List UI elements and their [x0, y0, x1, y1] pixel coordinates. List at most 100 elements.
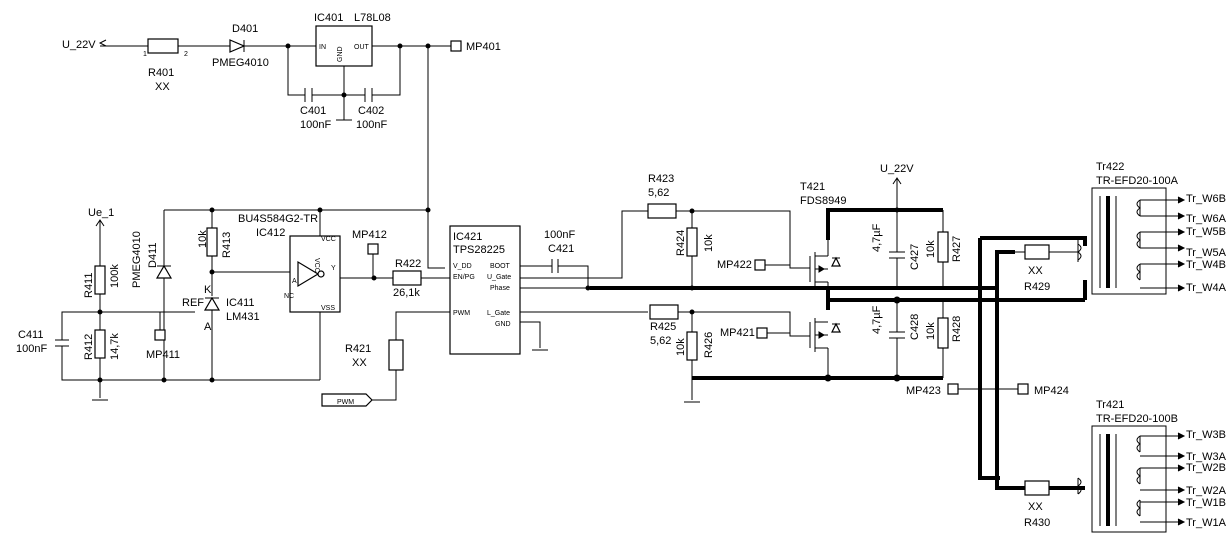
r427-value: 10k — [925, 240, 937, 258]
ic412-ref: IC412 — [256, 227, 285, 239]
c427-value: 4,7µF — [871, 223, 883, 252]
ic421-ref: IC421 — [453, 231, 482, 243]
r411-ref: R411 — [83, 273, 95, 298]
mp423-label: MP423 — [906, 385, 941, 397]
transformer-tr421 — [1077, 425, 1167, 533]
ic421-pin-phase: Phase — [490, 285, 510, 292]
resistor-r427 — [937, 231, 949, 263]
net-tr-w5b: Tr_W5B — [1186, 226, 1226, 238]
r424-ref: R424 — [675, 230, 687, 256]
d411-value: PMEG4010 — [131, 231, 143, 288]
ic412-pin-vss: VSS — [321, 305, 335, 312]
resistor-r411 — [94, 265, 106, 295]
d401-value: PMEG4010 — [212, 57, 269, 69]
net-tr-w1b: Tr_W1B — [1186, 497, 1226, 509]
r401-ref: R401 — [148, 67, 174, 79]
test-point-mp423 — [947, 383, 959, 395]
mp412-label: MP412 — [352, 229, 387, 241]
ic401-pin-in: IN — [319, 44, 326, 51]
c401-value: 100nF — [300, 119, 331, 131]
mp422-label: MP422 — [717, 259, 752, 271]
r426-value: 10k — [675, 338, 687, 356]
ic412-pin-y: Y — [331, 265, 336, 272]
tr422-value: TR-EFD20-100A — [1096, 175, 1179, 187]
buffer-triangle-icon — [297, 260, 320, 288]
ic401-pin-gnd: GND — [337, 46, 344, 62]
r423-ref: R423 — [648, 173, 674, 185]
net-label-u22v-top: U_22V — [880, 163, 914, 175]
ic411-value: LM431 — [226, 311, 260, 323]
mp411-label: MP411 — [146, 349, 180, 361]
transformer-tr422 — [1077, 187, 1167, 295]
resistor-r429 — [1024, 244, 1050, 260]
power-stage: R423 5,62 R424 10k MP422 R425 5,62 10k R… — [590, 163, 1085, 403]
tr421-ref: Tr421 — [1096, 399, 1124, 411]
ic411-pin-k: K — [204, 284, 212, 296]
c411-ref: C411 — [18, 329, 43, 341]
svg-text:2: 2 — [184, 51, 188, 58]
r412-value: 14,7k — [109, 333, 121, 360]
t421-value: FDS8949 — [800, 195, 846, 207]
r425-ref: R425 — [650, 321, 676, 333]
ic412-value: BU4S584G2-TR — [238, 213, 318, 225]
c421-value: 100nF — [544, 229, 575, 241]
r430-ref: R430 — [1024, 517, 1050, 529]
test-point-mp412 — [367, 243, 379, 255]
tr421-outputs — [1140, 432, 1186, 526]
test-point-mp421 — [756, 327, 768, 339]
ic421-pin-boot: BOOT — [490, 263, 511, 270]
resistor-r422 — [392, 270, 422, 286]
ic412-pin-a: A — [292, 278, 297, 285]
resistor-r401 — [147, 38, 179, 54]
pwm-net-label: PWM — [337, 399, 354, 406]
net-tr-w2a: Tr_W2A — [1186, 485, 1227, 497]
net-tr-w3a: Tr_W3A — [1186, 451, 1227, 463]
c402-ref: C402 — [358, 105, 384, 117]
ic421-value: TPS28225 — [453, 244, 505, 256]
c402-value: 100nF — [356, 119, 387, 131]
r427-ref: R427 — [951, 236, 963, 262]
ic401-ref: IC401 — [314, 12, 343, 24]
output-section: XX R429 XX R430 MP423 MP424 Tr422 TR-EFD… — [906, 161, 1227, 533]
resistor-r412 — [94, 329, 106, 359]
ic421-pin-gnd: GND — [495, 321, 511, 328]
tr421-windings — [1136, 435, 1141, 517]
resistor-r421 — [388, 339, 404, 371]
resistor-r428 — [937, 317, 949, 349]
resistor-r424 — [686, 227, 698, 257]
r421-value: XX — [352, 357, 367, 369]
net-label-ue1: Ue_1 — [88, 207, 114, 219]
resistor-r430 — [1024, 480, 1050, 496]
net-tr-w3b: Tr_W3B — [1186, 429, 1226, 441]
r422-value: 26,1k — [393, 287, 420, 299]
ic412-pin-nc: NC — [284, 293, 294, 300]
d401-ref: D401 — [232, 23, 258, 35]
ic401-pin-out: OUT — [354, 44, 370, 51]
test-point-mp411 — [154, 329, 166, 341]
tr421-value: TR-EFD20-100B — [1096, 413, 1178, 425]
ic411-pin-a: A — [204, 321, 212, 333]
r422-ref: R422 — [395, 258, 421, 270]
net-tr-w2b: Tr_W2B — [1186, 462, 1226, 474]
net-tr-w5a: Tr_W5A — [1186, 247, 1227, 259]
r429-ref: R429 — [1024, 281, 1050, 293]
net-tr-w6a: Tr_W6A — [1186, 213, 1227, 225]
t421-ref: T421 — [800, 181, 825, 193]
mosfet-high-side — [809, 240, 841, 300]
net-tr-w1a: Tr_W1A — [1186, 517, 1227, 529]
c428-ref: C428 — [909, 314, 921, 340]
r411-value: 100k — [109, 264, 121, 288]
r413-ref: R413 — [221, 232, 233, 258]
test-point-mp422 — [754, 259, 766, 271]
r424-value: 10k — [703, 234, 715, 252]
ic412-pin-vcc: VCC — [321, 236, 336, 243]
tr422-windings — [1136, 199, 1141, 281]
r425-value: 5,62 — [650, 335, 671, 347]
c411-value: 100nF — [16, 343, 47, 355]
net-label-u22v-left: U_22V — [62, 39, 96, 51]
ic411-ref: IC411 — [226, 297, 255, 309]
diode-d411 — [155, 264, 173, 279]
r421-ref: R421 — [345, 343, 371, 355]
resistor-r425 — [649, 304, 679, 320]
